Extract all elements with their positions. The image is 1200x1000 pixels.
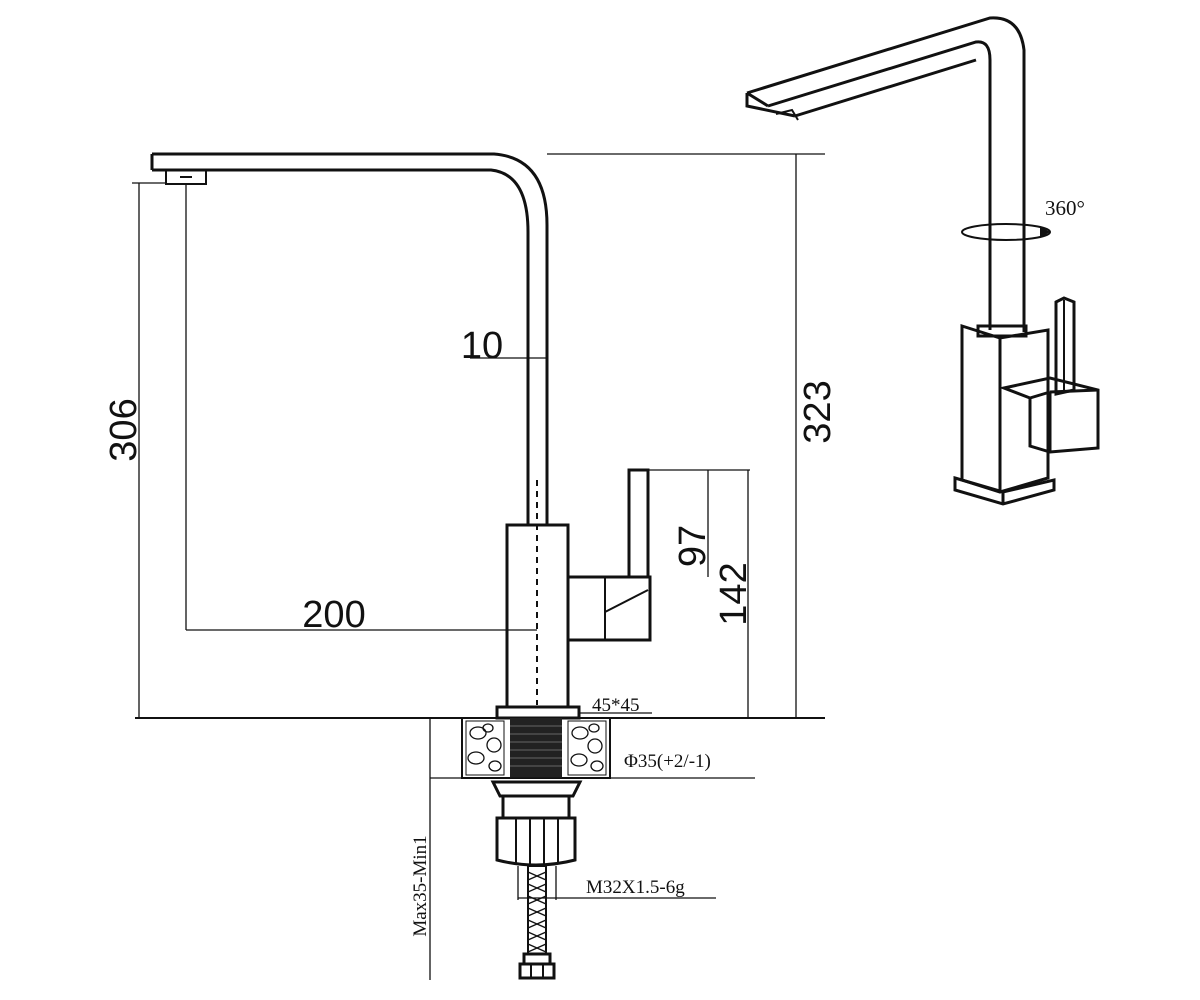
rotation-label: 360° <box>1045 196 1085 220</box>
perspective-collar <box>976 324 1028 338</box>
perspective-body <box>960 323 1050 494</box>
perspective-spout-under <box>794 58 977 118</box>
fixing-nut <box>495 794 577 867</box>
perspective-handle-block <box>998 376 1100 454</box>
dim-45-label: 45*45 <box>592 695 640 716</box>
side-elevation-view: 306 323 10 200 97 142 45*45 Φ35(+2/-1) M… <box>103 152 839 980</box>
supply-hose <box>518 865 556 980</box>
perspective-handle-lever <box>1054 296 1076 396</box>
perspective-aerator <box>775 108 799 121</box>
deck-section <box>461 717 611 779</box>
dim-10-label: 10 <box>461 325 503 367</box>
spout-inner-outline <box>152 168 530 525</box>
handle-lever <box>627 468 650 579</box>
dim-m32-label: M32X1.5-6g <box>586 877 685 898</box>
handle-base <box>566 575 652 642</box>
dim-323-label: 323 <box>797 380 839 443</box>
perspective-handle-edge-a <box>1029 390 1051 400</box>
handle-diagonal <box>604 577 649 640</box>
rotation-arrowhead <box>1040 226 1050 238</box>
dim-142-label: 142 <box>713 562 755 625</box>
perspective-spout <box>746 16 1026 332</box>
dim-97-label: 97 <box>672 525 714 567</box>
dim-deck-label: Max35-Min1 <box>410 835 431 936</box>
dim-306-label: 306 <box>103 398 145 461</box>
dim-phi35-label: Φ35(+2/-1) <box>624 751 711 772</box>
base-plate <box>495 705 581 720</box>
perspective-spout-end <box>746 91 769 108</box>
rotation-arrow <box>961 223 1051 241</box>
perspective-spout-inner <box>767 40 992 330</box>
dim-200-label: 200 <box>302 594 365 636</box>
spout-outline <box>152 152 549 525</box>
perspective-view: 360° <box>745 16 1100 506</box>
washer <box>490 780 583 798</box>
